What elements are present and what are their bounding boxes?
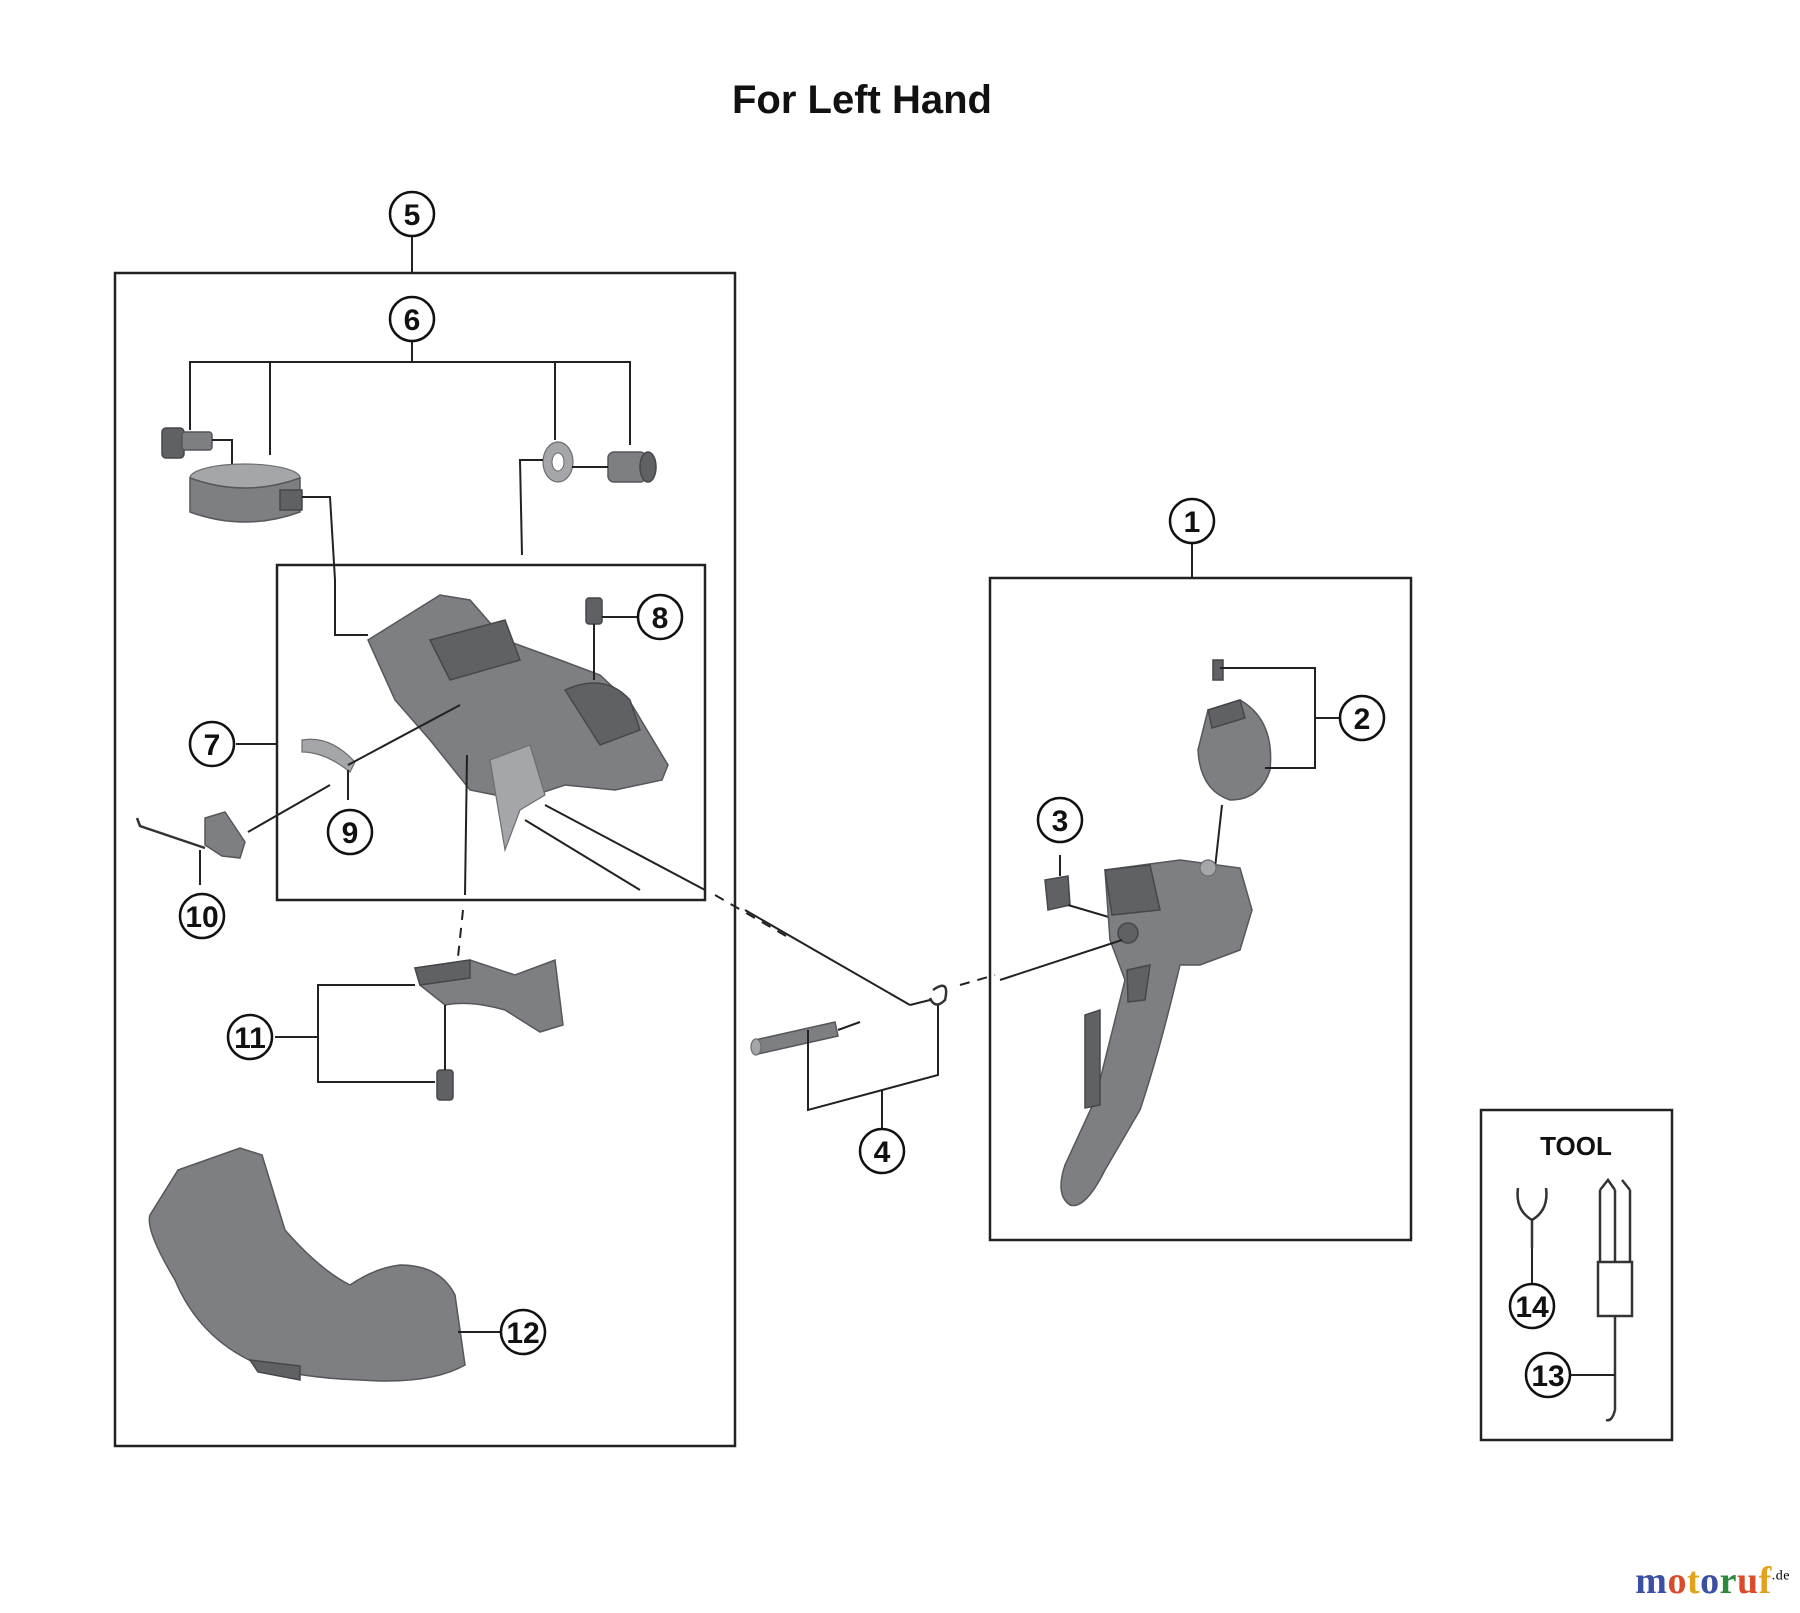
watermark-letter: t: [1686, 1560, 1701, 1602]
callout-11: 11: [226, 1013, 274, 1061]
watermark-letter: m: [1635, 1560, 1668, 1602]
watermark-letters: motoruf: [1635, 1560, 1771, 1602]
svg-text:13: 13: [1531, 1360, 1564, 1393]
pivot-pin-part: [750, 1021, 839, 1056]
hood-cover-12-part: [148, 1147, 466, 1382]
callout-4: 4: [858, 1127, 906, 1175]
watermark-letter: o: [1700, 1560, 1720, 1602]
watermark-suffix: .de: [1771, 1568, 1790, 1584]
screw-2-part: [1212, 659, 1224, 681]
svg-text:4: 4: [874, 1136, 891, 1169]
washer-part: [542, 441, 574, 483]
watermark-letter: u: [1736, 1560, 1759, 1602]
tool-label: TOOL: [1540, 1131, 1612, 1161]
callout-14: 14: [1508, 1282, 1556, 1330]
svg-text:8: 8: [652, 602, 669, 635]
callout-9: 9: [326, 808, 374, 856]
clamp-band-part: [189, 463, 303, 523]
watermark-letter: o: [1667, 1560, 1687, 1602]
spring-10-part: [135, 811, 246, 859]
svg-text:11: 11: [234, 1022, 266, 1055]
watermark-logo: motoruf.de: [1635, 1559, 1790, 1603]
diagram-title: For Left Hand: [732, 78, 992, 122]
cover-cap-2-part: [1197, 699, 1272, 801]
svg-text:5: 5: [404, 199, 421, 232]
svg-text:12: 12: [506, 1317, 539, 1350]
tool-box: [1479, 1108, 1674, 1442]
fork-tool-14-part: [1516, 1187, 1548, 1248]
svg-text:3: 3: [1052, 805, 1069, 838]
svg-text:1: 1: [1184, 506, 1201, 539]
callout-2: 2: [1338, 694, 1386, 742]
callout-6: 6: [388, 295, 436, 343]
callout-7: 7: [188, 720, 236, 768]
nut-part: [607, 451, 657, 483]
watermark-letter: f: [1758, 1560, 1772, 1602]
callout-5: 5: [388, 190, 436, 238]
svg-text:9: 9: [342, 817, 359, 850]
bracket-6: [189, 361, 631, 445]
callout-3: 3: [1036, 796, 1084, 844]
svg-text:10: 10: [185, 901, 218, 934]
clip-part: [928, 984, 948, 1006]
assembly-1-box: [988, 576, 1413, 1242]
assembly-5-box: [113, 271, 737, 1448]
cover-11-part: [414, 958, 564, 1033]
callout-8: 8: [636, 593, 684, 641]
bracket-body-part: [367, 594, 669, 853]
cover-screw-part: [436, 1069, 454, 1101]
callout-1: 1: [1168, 497, 1216, 545]
bracket-4: [807, 1005, 939, 1112]
screw-8-part: [585, 597, 603, 625]
callout-13: 13: [1524, 1351, 1572, 1399]
svg-text:2: 2: [1354, 703, 1371, 736]
bracket-body-box: [275, 563, 707, 902]
svg-text:7: 7: [204, 729, 221, 762]
tool-13-part: [1596, 1177, 1634, 1422]
callout-10: 10: [178, 892, 226, 940]
cable-guide-part: [301, 738, 356, 773]
watermark-letter: r: [1719, 1560, 1737, 1602]
brake-lever-part: [1060, 859, 1253, 1207]
clamp-bolt-part: [161, 427, 213, 459]
callout-12: 12: [499, 1308, 547, 1356]
pad-3-part: [1044, 875, 1071, 911]
svg-text:14: 14: [1515, 1291, 1549, 1324]
svg-text:6: 6: [404, 304, 421, 337]
